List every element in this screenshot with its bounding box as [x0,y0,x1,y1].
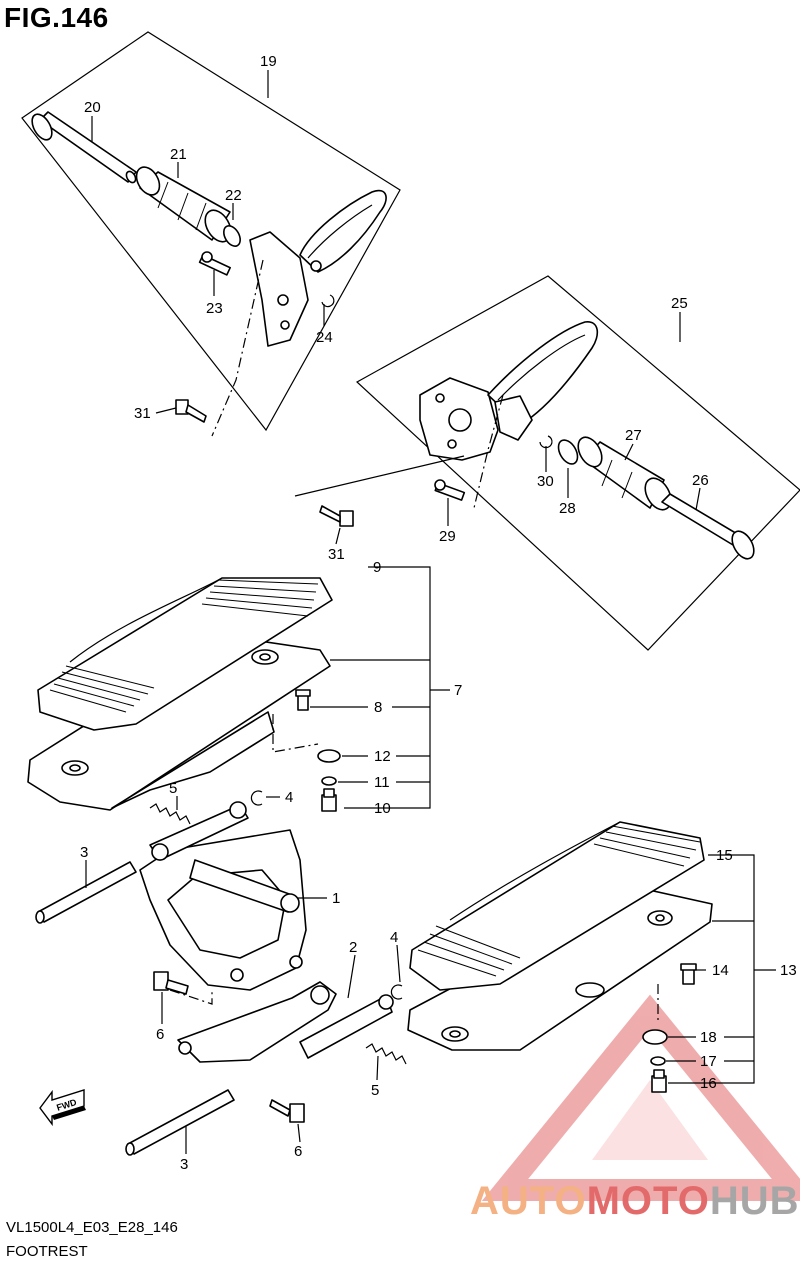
callout-28: 28 [559,500,576,517]
callout-27: 27 [625,427,642,444]
washer-17 [650,1056,666,1066]
left-passenger-footrest-box [21,31,401,437]
callout-3-lower: 3 [180,1156,188,1173]
rubber-21 [135,166,232,243]
right-footboard-assembly [407,821,713,1051]
nut-16 [651,1069,667,1093]
fwd-arrow-icon [39,1089,86,1127]
callout-18: 18 [700,1029,717,1046]
footrest-bracket-assembly [139,801,307,991]
callout-13: 13 [780,962,797,979]
e-ring-4-upper [250,790,263,806]
callout-labels: 19 20 21 22 23 24 31 25 27 26 30 28 29 3… [80,53,797,1173]
watermark-auto: AUTO [470,1179,587,1223]
callout-15: 15 [716,847,733,864]
callout-5-lower: 5 [371,1082,379,1099]
watermark-logo: AUTOMOTOHUB [470,994,800,1223]
callout-1: 1 [332,890,340,907]
callout-31-lower: 31 [328,546,345,563]
right-footboard-ribs-lower [417,925,521,977]
pin-20 [31,111,137,184]
bolt-8 [295,689,311,711]
watermark-hub: HUB [710,1179,800,1223]
callout-6-upper: 6 [156,1026,164,1043]
footrest-bracket-2 [177,981,394,1063]
callout-14: 14 [712,962,729,979]
e-ring-30 [539,435,553,449]
svg-text:AUTOMOTOHUB: AUTOMOTOHUB [470,1179,800,1223]
rubber-27 [577,436,672,511]
callout-5-upper: 5 [169,780,177,797]
bolt-6-upper [153,971,189,995]
callout-24: 24 [316,329,333,346]
spring-5-lower [365,1043,407,1065]
right-passenger-footrest-box [294,275,800,651]
callout-9: 9 [373,559,381,576]
passenger-bracket-left [249,189,387,347]
pin-29 [434,479,466,501]
pin-23 [198,251,231,276]
washer-18 [642,1029,668,1045]
washer-28 [557,439,579,465]
callout-2: 2 [349,939,357,956]
footboard-ribs-upper [201,579,319,617]
pin-26 [661,493,755,560]
passenger-bracket-right [419,321,599,461]
washer-12 [317,749,341,763]
bolt-31-upper [175,399,207,423]
section-name: FOOTREST [6,1243,88,1260]
watermark-moto: MOTO [587,1179,710,1223]
washer-22 [223,225,241,247]
e-ring-4-lower [390,984,403,1000]
callout-26: 26 [692,472,709,489]
callout-23: 23 [206,300,223,317]
bolt-31-lower [319,505,354,527]
callout-16: 16 [700,1075,717,1092]
callout-leader-lines [85,70,776,1154]
callout-30: 30 [537,473,554,490]
shaft-3-lower [125,1089,235,1156]
triangle-logo-icon [481,994,800,1201]
callout-4-lower: 4 [390,929,398,946]
callout-12: 12 [374,748,391,765]
bolt-14 [680,963,697,985]
callout-25: 25 [671,295,688,312]
bolt-6-lower [269,1099,305,1123]
callout-11: 11 [374,774,390,791]
nut-10 [321,788,337,812]
spring-5-upper [149,803,191,825]
footboard-ribs-lower [49,665,155,713]
shaft-3-upper [35,861,137,924]
callout-3-upper: 3 [80,844,88,861]
callout-4-upper: 4 [285,789,293,806]
callout-31-upper: 31 [134,405,151,422]
callout-20: 20 [84,99,101,116]
callout-8: 8 [374,699,382,716]
callout-22: 22 [225,187,242,204]
figure-title: FIG.146 [4,2,109,33]
fwd-direction-badge: FWD [39,1089,86,1127]
model-code: VL1500L4_E03_E28_146 [6,1219,178,1236]
callout-19: 19 [260,53,277,70]
callout-29: 29 [439,528,456,545]
callout-21: 21 [170,146,187,163]
left-footboard-assembly [27,577,333,811]
washer-11 [321,776,337,786]
callout-6-lower: 6 [294,1143,302,1160]
callout-10: 10 [374,800,391,817]
right-footboard-ribs-upper [593,825,701,867]
callout-17: 17 [700,1053,717,1070]
callout-7: 7 [454,682,462,699]
e-ring-24 [321,294,335,308]
